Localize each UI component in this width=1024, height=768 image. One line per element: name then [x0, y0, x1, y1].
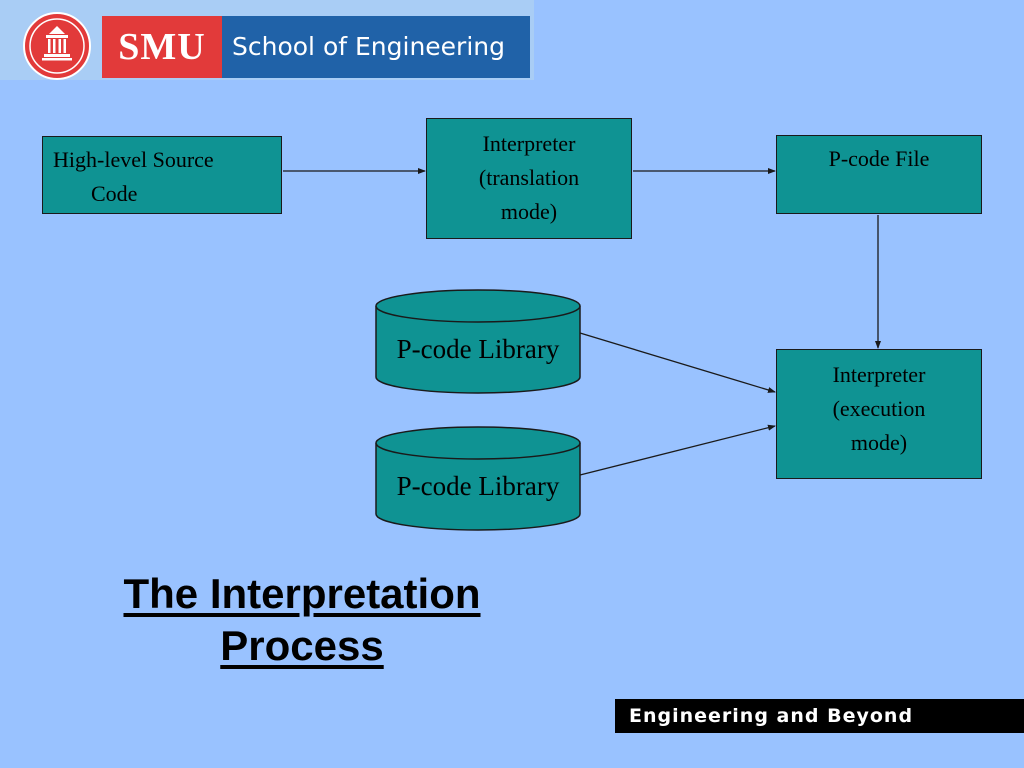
translate-line-3: mode) — [500, 199, 558, 224]
footer-tagline: Engineering and Beyond — [615, 699, 1024, 733]
smu-seal-logo — [23, 12, 91, 80]
library-cylinder-2 — [375, 426, 581, 531]
exec-line-2: (execution — [832, 396, 926, 421]
source-code-box: High-level Source Code — [42, 136, 282, 214]
exec-line-1: Interpreter — [832, 362, 926, 387]
pcode-library-label-1: P-code Library — [396, 334, 560, 364]
source-code-line-2: Code — [91, 181, 138, 206]
smu-wordmark: SMU — [102, 16, 222, 78]
translate-line-1: Interpreter — [482, 131, 576, 156]
exec-line-3: mode) — [850, 430, 908, 455]
arrow-library1-to-executor — [579, 332, 776, 393]
translate-line-2: (translation — [478, 165, 580, 190]
interpreter-translation-box: Interpreter (translation mode) — [426, 118, 632, 239]
slide-title-line-1: The Interpretation — [123, 570, 481, 617]
pcode-library-label-2: P-code Library — [396, 471, 560, 501]
pcode-file-box: P-code File — [776, 135, 982, 214]
source-code-line-1: High-level Source — [53, 147, 214, 172]
header-banner: SMU School of Engineering — [0, 0, 534, 80]
slide-title-line-2: Process — [220, 622, 384, 669]
library-cylinder-1 — [375, 289, 581, 394]
school-name: School of Engineering — [222, 16, 530, 78]
interpreter-execution-box: Interpreter (execution mode) — [776, 349, 982, 479]
slide-title: The Interpretation Process — [60, 568, 544, 672]
pcode-file-label: P-code File — [828, 146, 930, 171]
arrow-library2-to-executor — [579, 424, 776, 476]
